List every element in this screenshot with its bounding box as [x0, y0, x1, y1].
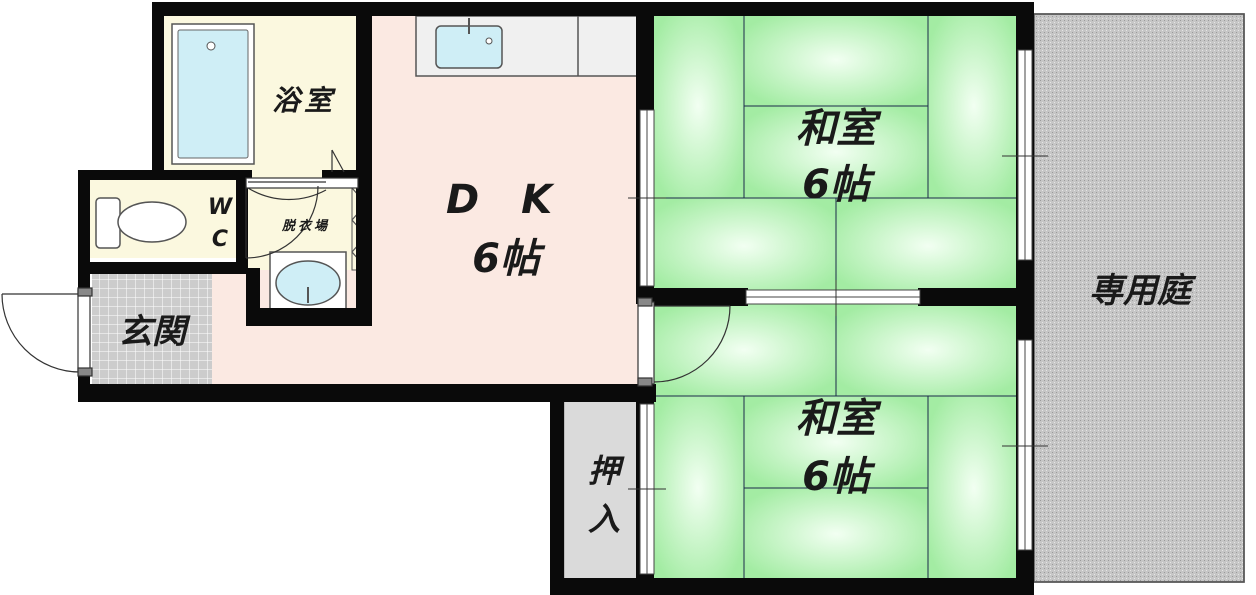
- wc-label-line2: C: [212, 227, 228, 252]
- kitchen-counter: [415, 15, 639, 77]
- toilet: [95, 197, 187, 249]
- dk-label-line1: D K: [446, 177, 566, 223]
- bath-label: 浴室: [272, 84, 336, 117]
- entrance-label: 玄関: [118, 312, 191, 352]
- washitsu-top-tatami[interactable]: [651, 13, 1021, 295]
- bathtub: [171, 23, 255, 165]
- garden-label: 専用庭: [1089, 271, 1197, 311]
- washbasin: [269, 251, 347, 311]
- closet-floor[interactable]: [563, 399, 641, 581]
- garden-floor[interactable]: [1033, 13, 1245, 583]
- washitsu-top-label-line2: 6帖: [802, 162, 876, 208]
- opening-ticks: [628, 155, 1048, 490]
- closet-label-line2: 入: [588, 500, 620, 538]
- washitsu-bottom-label-line2: 6帖: [802, 454, 876, 500]
- wc-label-line1: W: [208, 195, 234, 220]
- closet-label-line1: 押: [588, 452, 625, 490]
- entrance-floor[interactable]: [92, 268, 212, 386]
- washitsu-bottom-tatami[interactable]: [651, 303, 1021, 581]
- doors[interactable]: [1, 149, 731, 387]
- washitsu-top-label-line1: 和室: [796, 106, 882, 152]
- dk-label-line2: 6帖: [472, 236, 546, 282]
- washitsu-bottom-label-line1: 和室: [796, 396, 882, 442]
- dressing-label: 脱衣場: [281, 218, 330, 234]
